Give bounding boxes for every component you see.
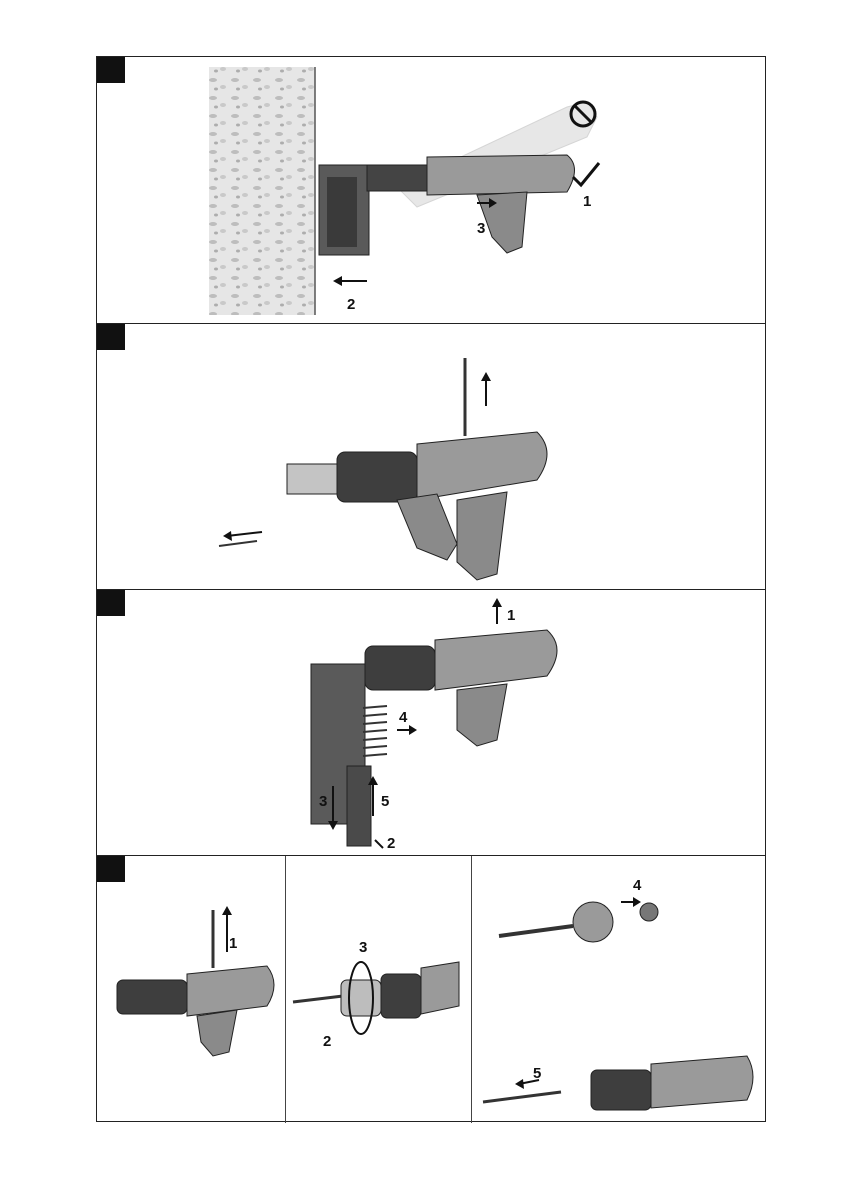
callout-1: 1: [229, 935, 237, 952]
panel-1-drawing: 1 2 3: [97, 57, 767, 324]
callout-1: 1: [507, 607, 515, 624]
fastener-strip: [363, 706, 387, 756]
callout-3: 3: [319, 793, 327, 810]
nailer-tool: [117, 966, 274, 1056]
nailer-tool: [319, 155, 575, 255]
callout-5: 5: [381, 793, 389, 810]
callout-3: 3: [477, 220, 485, 237]
nailer-tool: [591, 1056, 753, 1110]
nailer-tool: [311, 630, 557, 846]
callout-4: 4: [633, 877, 642, 894]
callout-4: 4: [399, 709, 408, 726]
panel-step-3: 1 2 3 4 5: [97, 590, 765, 856]
callout-2: 2: [347, 296, 355, 313]
panel-4-drawing: 1 3 2 4 5: [97, 856, 767, 1123]
piston: [499, 926, 573, 936]
concrete-wall: [209, 67, 315, 315]
nosepiece: [573, 902, 613, 942]
nail: [219, 541, 257, 546]
callout-2: 2: [323, 1033, 331, 1050]
panel-step-1: 1 2 3: [97, 57, 765, 324]
panel-3-drawing: 1 2 3 4 5: [97, 590, 767, 856]
callout-5: 5: [533, 1065, 541, 1082]
panel-2-drawing: [97, 324, 767, 590]
illustration-frame: 1 2 3: [96, 56, 766, 1122]
checkmark-icon: [573, 163, 599, 185]
callout-3: 3: [359, 939, 367, 956]
callout-2: 2: [387, 835, 395, 852]
panel-step-4: 1 3 2 4 5: [97, 856, 765, 1123]
panel-step-2: [97, 324, 765, 590]
nailer-tool: [293, 962, 459, 1018]
callout-1: 1: [583, 193, 591, 210]
arrow-icon: [227, 532, 262, 536]
nailer-tool: [287, 432, 547, 580]
